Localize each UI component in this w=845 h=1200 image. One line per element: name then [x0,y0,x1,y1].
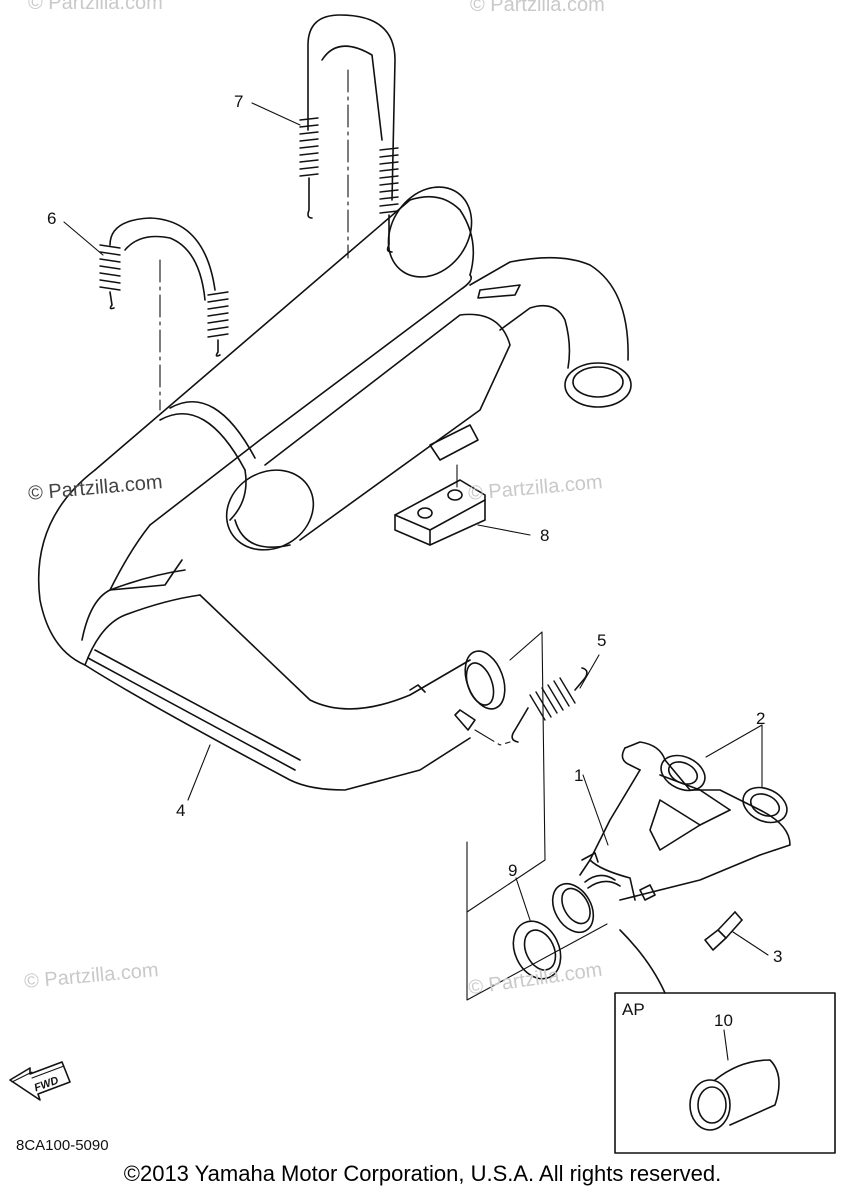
callout-10: 10 [714,1011,733,1030]
silencer-section [225,313,511,551]
callout-7: 7 [234,92,244,111]
callout-1: 1 [574,766,584,785]
damper-8 [394,424,486,546]
muffler-body [94,186,475,526]
tail-pipe-4 [37,469,506,791]
callout-5: 5 [597,631,607,650]
watermark: © Partzilla.com [470,0,605,16]
group-bracket [466,631,608,1001]
watermark: © Partzilla.com [28,0,163,14]
callout-2: 2 [756,709,766,728]
callout-6: 6 [47,209,57,228]
callout-3: 3 [773,947,783,966]
copyright: ©2013 Yamaha Motor Corporation, U.S.A. A… [123,1161,722,1186]
gasket-9 [512,920,562,980]
callout-9: 9 [508,861,518,880]
leader-lines [63,102,769,1061]
callout-8: 8 [540,526,550,545]
manifold-1 [551,741,791,934]
inset-label: AP [622,1000,645,1019]
spring-7 [299,14,399,253]
callout-4: 4 [176,801,186,820]
diagram-code: 8CA100-5090 [16,1137,109,1154]
alignment-lines [159,69,511,746]
spring-6 [99,217,229,357]
fwd-arrow-icon: FWD [9,1061,71,1101]
bolt-3 [704,911,743,951]
inset-box [614,929,836,1154]
part-10 [689,1059,780,1131]
spring-5 [511,667,588,743]
outlet-pipe [469,256,632,408]
gasket-2 [660,754,788,824]
